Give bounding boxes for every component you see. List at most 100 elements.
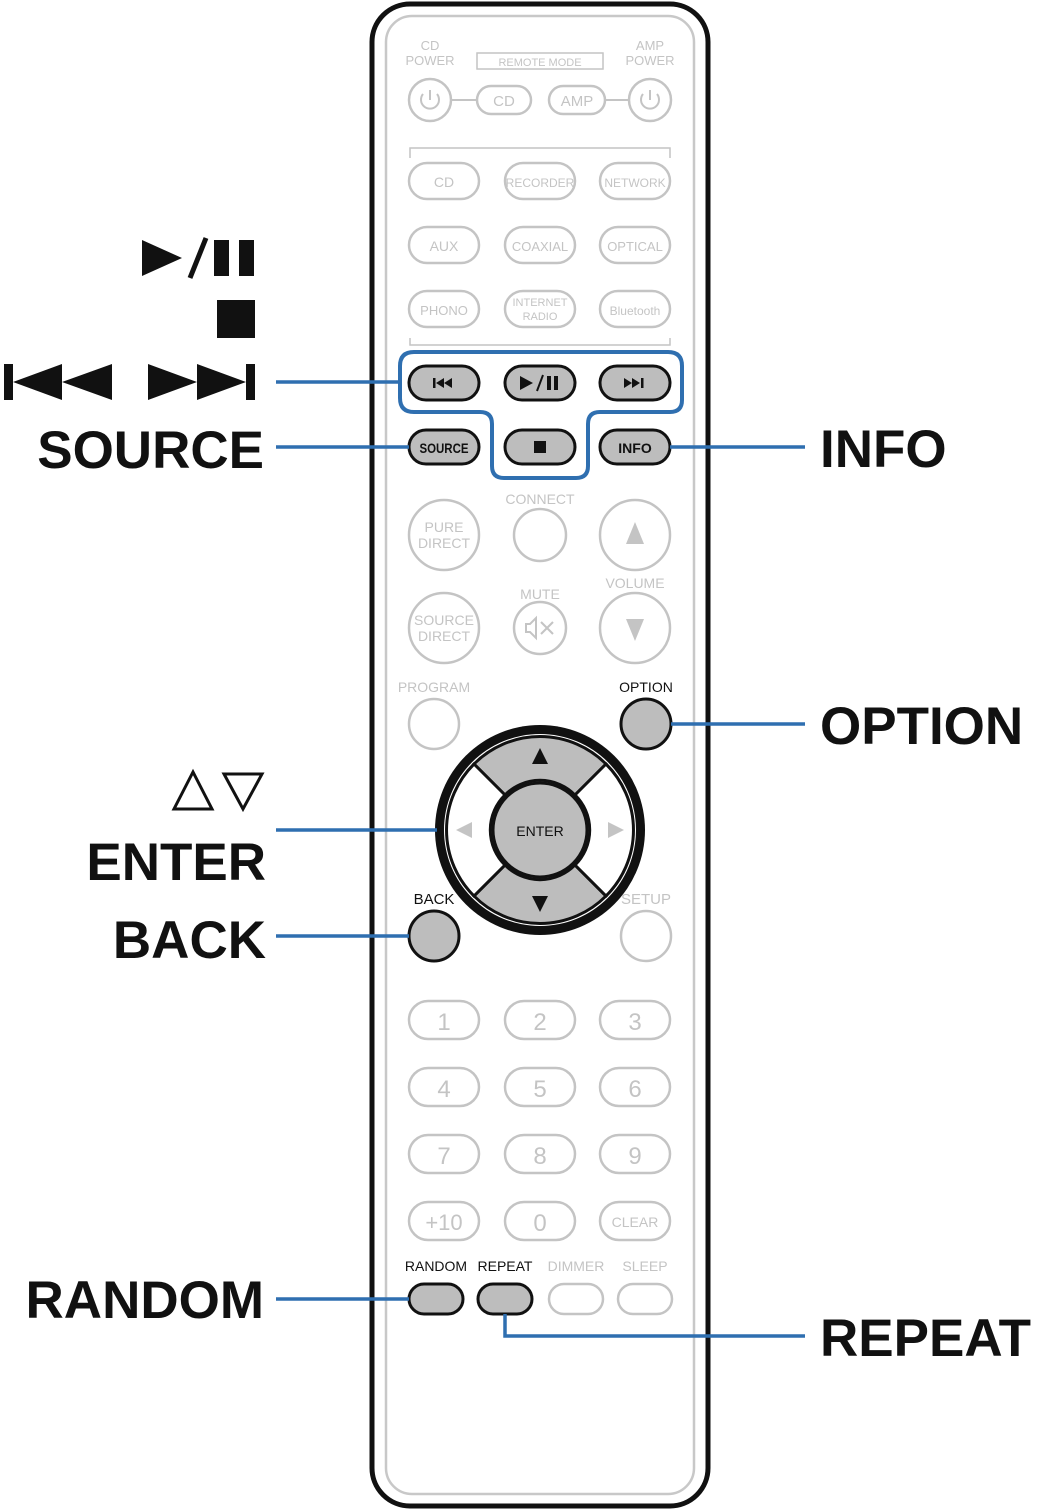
option-button[interactable] — [619, 697, 673, 751]
num-0-button[interactable]: 0 — [503, 1200, 577, 1242]
source-aux-button[interactable]: AUX — [407, 225, 481, 265]
triangle-up-icon — [626, 522, 644, 544]
source-phono-button[interactable]: PHONO — [407, 289, 481, 329]
dpad: ENTER — [435, 725, 645, 935]
svg-text:PURE: PURE — [425, 519, 464, 535]
cd-power-label-1: CD — [421, 38, 440, 53]
svg-text:RECORDER: RECORDER — [506, 176, 575, 190]
pure-direct-button[interactable]: PURE DIRECT — [407, 498, 481, 572]
dpad-right-button[interactable] — [572, 761, 635, 899]
connect-label: CONNECT — [505, 491, 575, 507]
svg-text:0: 0 — [533, 1210, 546, 1237]
svg-text:+10: +10 — [425, 1210, 462, 1235]
amp-power-button[interactable] — [627, 77, 673, 123]
remote-mode-cd-button[interactable]: CD — [475, 84, 533, 116]
source-button[interactable]: SOURCE — [407, 428, 481, 466]
repeat-label: REPEAT — [478, 1258, 533, 1274]
remote-mode-label: REMOTE MODE — [498, 57, 581, 69]
sleep-label: SLEEP — [622, 1258, 667, 1274]
random-callout-label: RANDOM — [26, 1271, 264, 1330]
cd-power-button[interactable] — [407, 77, 453, 123]
source-optical-button[interactable]: OPTICAL — [598, 225, 672, 265]
mute-speaker-icon — [525, 615, 554, 641]
source-direct-button[interactable]: SOURCE DIRECT — [407, 591, 481, 665]
num-5-button[interactable]: 5 — [503, 1066, 577, 1108]
info-button[interactable]: INFO — [598, 428, 672, 466]
svg-text:CD: CD — [493, 93, 515, 110]
svg-text:Bluetooth: Bluetooth — [610, 304, 661, 318]
play-pause-callout-icon — [142, 237, 254, 279]
skip-forward-button[interactable] — [598, 364, 672, 402]
dpad-up-button[interactable] — [471, 735, 609, 798]
random-button[interactable] — [407, 1282, 465, 1316]
svg-text:4: 4 — [437, 1076, 450, 1103]
svg-text:7: 7 — [437, 1143, 450, 1170]
option-label: OPTION — [619, 679, 673, 695]
svg-text:5: 5 — [533, 1076, 546, 1103]
enter-label: ENTER — [516, 823, 563, 839]
dimmer-label: DIMMER — [548, 1258, 605, 1274]
info-callout-label: INFO — [820, 420, 947, 479]
svg-text:INFO: INFO — [618, 440, 652, 456]
stop-callout-icon — [217, 300, 255, 338]
mute-button[interactable] — [512, 600, 568, 656]
dpad-left-button[interactable] — [445, 761, 508, 899]
repeat-callout-label: REPEAT — [820, 1309, 1031, 1368]
volume-down-button[interactable] — [598, 591, 672, 665]
enter-button[interactable] — [491, 781, 589, 879]
svg-text:SOURCE: SOURCE — [414, 612, 474, 628]
connect-button[interactable] — [512, 507, 568, 563]
volume-up-button[interactable] — [598, 498, 672, 572]
remote-mode-amp-button[interactable]: AMP — [547, 84, 607, 116]
triangle-down-icon — [626, 619, 644, 641]
num-6-button[interactable]: 6 — [598, 1066, 672, 1108]
amp-power-label-1: AMP — [636, 38, 664, 53]
num-2-button[interactable]: 2 — [503, 999, 577, 1041]
back-button[interactable] — [407, 909, 461, 963]
num-1-button[interactable]: 1 — [407, 999, 481, 1041]
num-plus10-button[interactable]: +10 — [407, 1200, 481, 1242]
svg-text:3: 3 — [628, 1009, 641, 1036]
sleep-button[interactable] — [616, 1282, 674, 1316]
svg-text:DIRECT: DIRECT — [418, 628, 471, 644]
stop-icon — [534, 441, 546, 453]
svg-text:2: 2 — [533, 1009, 546, 1036]
dpad-down-button[interactable] — [471, 862, 609, 925]
up-arrow-icon — [532, 748, 548, 764]
dimmer-button[interactable] — [547, 1282, 605, 1316]
source-coaxial-button[interactable]: COAXIAL — [503, 225, 577, 265]
svg-text:COAXIAL: COAXIAL — [512, 239, 568, 254]
source-bluetooth-button[interactable]: Bluetooth — [598, 289, 672, 329]
num-9-button[interactable]: 9 — [598, 1133, 672, 1175]
back-callout-label: BACK — [113, 911, 266, 970]
svg-text:AUX: AUX — [430, 238, 459, 254]
svg-text:AMP: AMP — [561, 93, 594, 110]
cd-power-label-2: POWER — [405, 53, 454, 68]
svg-text:1: 1 — [437, 1009, 450, 1036]
clear-button[interactable]: CLEAR — [598, 1200, 672, 1242]
program-button[interactable] — [407, 697, 461, 751]
svg-text:6: 6 — [628, 1076, 641, 1103]
num-8-button[interactable]: 8 — [503, 1133, 577, 1175]
setup-button[interactable] — [619, 909, 673, 963]
num-7-button[interactable]: 7 — [407, 1133, 481, 1175]
program-label: PROGRAM — [398, 679, 470, 695]
svg-text:OPTICAL: OPTICAL — [607, 239, 663, 254]
power-icon — [640, 93, 660, 110]
remote-mode-frame — [476, 52, 604, 70]
source-network-button[interactable]: NETWORK — [598, 161, 672, 201]
source-recorder-button[interactable]: RECORDER — [503, 161, 577, 201]
svg-text:CD: CD — [434, 174, 454, 190]
stop-button[interactable] — [503, 428, 577, 466]
skip-back-button[interactable] — [407, 364, 481, 402]
source-internet-radio-button[interactable]: INTERNET RADIO — [503, 289, 577, 329]
source-cd-button[interactable]: CD — [407, 161, 481, 201]
skip-back-icon — [433, 378, 452, 388]
amp-power-label-2: POWER — [625, 53, 674, 68]
play-pause-button[interactable] — [503, 364, 577, 402]
repeat-button[interactable] — [476, 1282, 534, 1316]
num-3-button[interactable]: 3 — [598, 999, 672, 1041]
svg-text:CLEAR: CLEAR — [612, 1214, 659, 1230]
num-4-button[interactable]: 4 — [407, 1066, 481, 1108]
internet-label: INTERNET — [513, 297, 568, 309]
